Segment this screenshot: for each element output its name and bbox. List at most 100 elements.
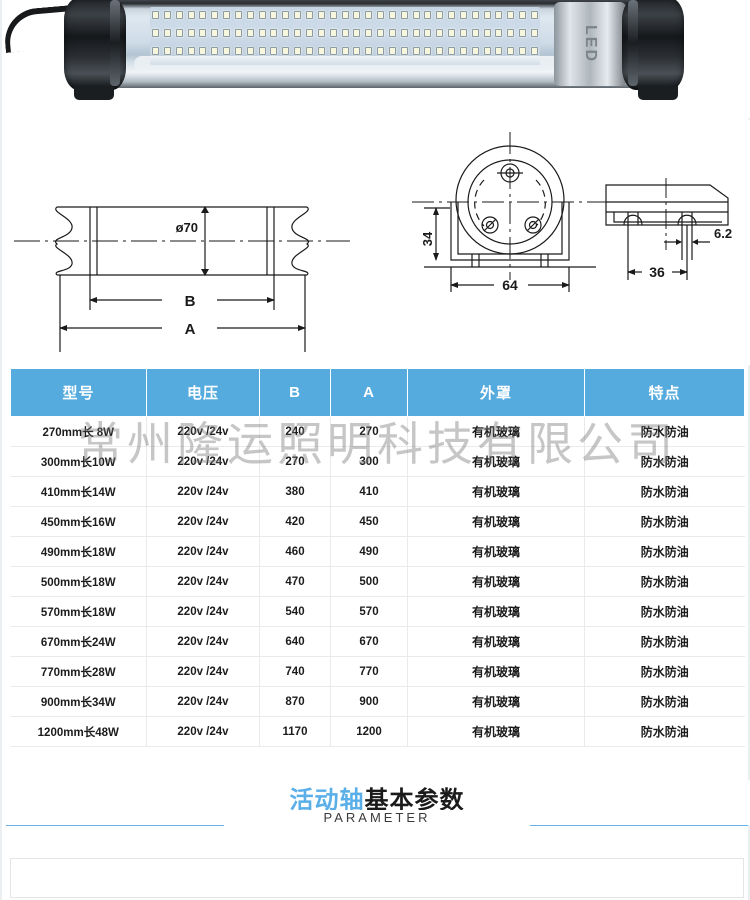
cell-cover: 有机玻璃 [407, 596, 585, 627]
led-chip [187, 29, 195, 37]
cell-voltage: 220v /24v [146, 626, 260, 657]
led-chip [424, 47, 432, 55]
cell-cover: 有机玻璃 [407, 536, 585, 567]
led-chip [412, 11, 420, 19]
led-chip [223, 47, 231, 55]
led-chip [294, 11, 302, 19]
cell-model: 500mm长18W [10, 566, 147, 597]
section-title-accent: 活动轴 [289, 787, 365, 814]
led-chip [163, 47, 171, 55]
led-chip [234, 29, 242, 37]
led-chip [294, 29, 302, 37]
led-chip [317, 47, 325, 55]
technical-drawings: ø70 B A [2, 120, 750, 365]
cell-a: 270 [330, 416, 408, 447]
led-chip [187, 11, 195, 19]
led-row [152, 47, 538, 58]
led-chip [507, 47, 515, 55]
led-board [150, 7, 540, 65]
cell-b: 240 [259, 416, 331, 447]
cell-voltage: 220v /24v [146, 446, 260, 477]
cell-model: 410mm长14W [10, 476, 147, 507]
content-placeholder-panel [10, 858, 744, 898]
led-chip [424, 11, 432, 19]
cell-voltage: 220v /24v [146, 596, 260, 627]
led-chip [436, 29, 444, 37]
led-chip [436, 11, 444, 19]
cell-feature: 防水防油 [584, 446, 745, 477]
end-cap-right [622, 0, 684, 90]
led-chip [483, 47, 491, 55]
cell-voltage: 220v /24v [146, 686, 260, 717]
led-chip [424, 29, 432, 37]
cell-model: 1200mm长48W [10, 716, 147, 747]
cell-model: 570mm长18W [10, 596, 147, 627]
cell-voltage: 220v /24v [146, 656, 260, 687]
side-view: ø70 B A [14, 206, 350, 352]
led-chip [211, 47, 219, 55]
cell-b: 640 [259, 626, 331, 657]
led-chip [459, 47, 467, 55]
led-chip [448, 11, 456, 19]
mounting-foot [74, 86, 114, 100]
led-chip [400, 11, 408, 19]
mounting-foot [638, 86, 678, 100]
led-chip [436, 47, 444, 55]
led-chip [388, 29, 396, 37]
led-chip [187, 47, 195, 55]
cell-voltage: 220v /24v [146, 536, 260, 567]
led-chip [471, 29, 479, 37]
led-chip [258, 47, 266, 55]
section-title: 活动轴基本参数 [2, 780, 750, 815]
cell-b: 460 [259, 536, 331, 567]
cell-cover: 有机玻璃 [407, 626, 585, 657]
cell-feature: 防水防油 [584, 506, 745, 537]
led-chip [329, 11, 337, 19]
led-chip [353, 47, 361, 55]
cell-feature: 防水防油 [584, 416, 745, 447]
section-subtitle: PARAMETER [2, 810, 750, 825]
led-chip [152, 47, 159, 55]
cell-a: 500 [330, 566, 408, 597]
cell-cover: 有机玻璃 [407, 506, 585, 537]
svg-text:A: A [185, 321, 196, 338]
led-chip [531, 11, 538, 19]
led-chip [412, 47, 420, 55]
cap-ring [628, 0, 638, 86]
cap-ring [110, 0, 120, 86]
led-chip [365, 47, 373, 55]
cell-b: 1170 [259, 716, 331, 747]
led-chip [377, 11, 385, 19]
led-chip [246, 11, 254, 19]
led-chip [175, 47, 183, 55]
cell-cover: 有机玻璃 [407, 566, 585, 597]
led-chip [483, 29, 491, 37]
cell-feature: 防水防油 [584, 566, 745, 597]
column-header-b: B [259, 368, 331, 417]
led-chip [211, 11, 219, 19]
cell-model: 900mm长34W [10, 686, 147, 717]
svg-text:36: 36 [649, 264, 665, 280]
cell-a: 670 [330, 626, 408, 657]
led-chip [294, 47, 302, 55]
led-chip [163, 29, 171, 37]
led-chip [377, 29, 385, 37]
drawing-svg: ø70 B A [14, 132, 732, 352]
cell-cover: 有机玻璃 [407, 476, 585, 507]
led-chip [531, 29, 538, 37]
cell-model: 270mm长 8W [10, 416, 147, 447]
led-chip [519, 29, 527, 37]
svg-text:64: 64 [502, 277, 518, 293]
led-chip [531, 47, 538, 55]
led-chip [459, 29, 467, 37]
column-header-voltage: 电压 [146, 368, 260, 417]
product-photo: LED [2, 0, 750, 118]
